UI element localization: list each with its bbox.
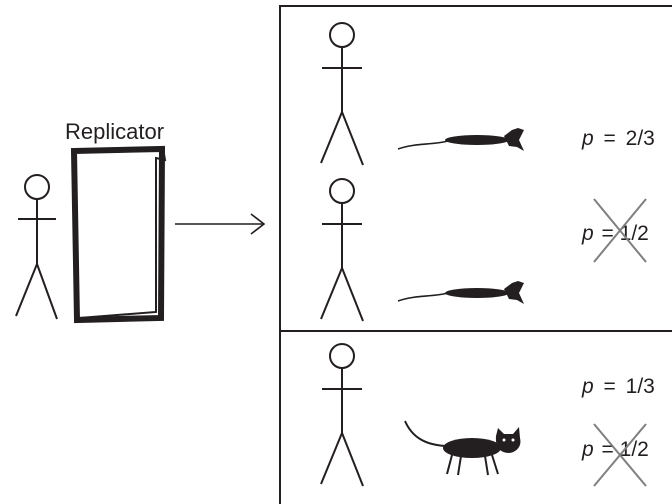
live-cat-figure — [404, 420, 521, 476]
strike-x-mark-1 — [593, 198, 647, 263]
dead-cat-tail — [397, 140, 449, 150]
dead-cat-tail — [397, 292, 449, 302]
dead-cat-head — [504, 128, 524, 151]
replicator-booth-edge — [73, 146, 167, 319]
replicator-booth — [70, 145, 166, 324]
replication-arrow — [175, 213, 266, 235]
copy-person-figure-3 — [320, 343, 364, 487]
probability-value: 1/3 — [626, 375, 655, 398]
live-cat-head — [495, 427, 521, 453]
copy-person-figure-1 — [320, 22, 364, 166]
live-cat-body — [443, 438, 501, 458]
copy-person-head — [329, 178, 355, 204]
probability-variable: p — [581, 127, 594, 150]
probability-value: 2/3 — [626, 127, 655, 150]
replicator-label: Replicator — [65, 119, 164, 144]
probability-equals: = — [602, 222, 614, 245]
original-person-figure — [15, 174, 58, 320]
live-cat-tail — [404, 420, 447, 447]
probability-text-1: p = 2/3 — [581, 127, 655, 150]
strike-x-mark-2 — [593, 423, 647, 487]
copy-person-figure-2 — [320, 178, 364, 322]
struck-probability-value: 1/2 — [620, 438, 649, 461]
copy-person-head — [329, 22, 355, 48]
original-person-head — [24, 174, 50, 200]
original-person-left-leg — [15, 263, 38, 317]
outcomes-box — [279, 5, 672, 504]
probability-variable: p — [581, 222, 594, 245]
dead-cat-figure-1 — [397, 128, 524, 151]
probability-variable: p — [581, 375, 594, 398]
dead-cat-figure-2 — [397, 281, 524, 304]
live-cat-eye — [511, 438, 515, 442]
dead-cat-body — [445, 288, 509, 298]
probability-text-2: p = 1/3 — [581, 375, 655, 398]
probability-equals: = — [604, 375, 616, 398]
original-person-right-leg — [36, 263, 58, 320]
copy-person-head — [329, 343, 355, 369]
probability-equals: = — [604, 127, 616, 150]
probability-variable: p — [581, 438, 594, 461]
dead-cat-body — [445, 135, 509, 145]
dead-cat-head — [504, 281, 524, 304]
live-cat-eye — [502, 438, 506, 442]
live-cat-legs — [446, 454, 499, 476]
